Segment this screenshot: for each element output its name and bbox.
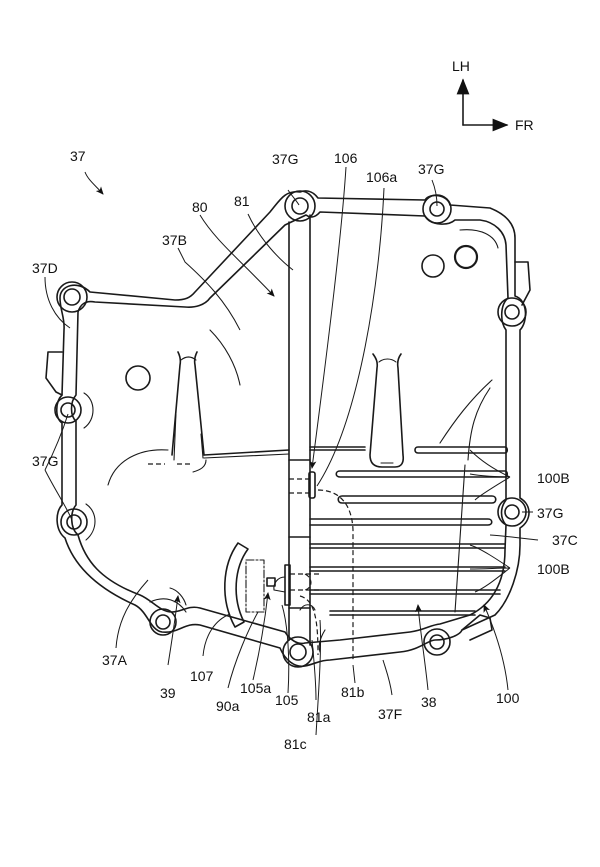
label-37g-left: 37G: [32, 453, 58, 469]
label-105a: 105a: [240, 680, 271, 696]
bolt-hole: [155, 614, 171, 630]
label-81b: 81b: [341, 684, 365, 700]
bolt-hole: [291, 197, 309, 215]
label-106: 106: [334, 150, 358, 166]
bolt-hole: [63, 288, 81, 306]
label-81: 81: [234, 193, 250, 209]
direction-indicator: LH FR: [452, 58, 534, 133]
label-100b-upper: 100B: [537, 470, 570, 486]
label-100: 100: [496, 690, 520, 706]
bolt-hole: [60, 402, 76, 418]
label-37g-top-left: 37G: [272, 151, 298, 167]
direction-label-fr: FR: [515, 117, 534, 133]
label-106a: 106a: [366, 169, 397, 185]
label-107: 107: [190, 668, 214, 684]
label-39: 39: [160, 685, 176, 701]
label-37: 37: [70, 148, 86, 164]
label-37b: 37B: [162, 232, 187, 248]
label-80: 80: [192, 199, 208, 215]
leader-lines: [44, 166, 539, 736]
bolt-hole: [504, 504, 520, 520]
interior-features: [107, 214, 509, 660]
case-outline: [45, 190, 531, 668]
bolt-hole: [429, 634, 445, 650]
reference-labels: 37 37G 106 106a 37G 80 81 37B 37D 37G 10…: [32, 148, 578, 752]
label-37g-right: 37G: [537, 505, 563, 521]
label-90a: 90a: [216, 698, 240, 714]
label-81a: 81a: [307, 709, 331, 725]
label-105: 105: [275, 692, 299, 708]
label-37d: 37D: [32, 260, 58, 276]
bolt-hole: [504, 304, 520, 320]
label-37a: 37A: [102, 652, 128, 668]
label-38: 38: [421, 694, 437, 710]
label-37f: 37F: [378, 706, 402, 722]
direction-label-lh: LH: [452, 58, 470, 74]
bolt-hole: [289, 643, 307, 661]
drain-plug-ring: [453, 244, 479, 270]
label-100b-lower: 100B: [537, 561, 570, 577]
label-37g-top-right: 37G: [418, 161, 444, 177]
bolt-hole: [66, 514, 82, 530]
label-81c: 81c: [284, 736, 307, 752]
label-37c: 37C: [552, 532, 578, 548]
